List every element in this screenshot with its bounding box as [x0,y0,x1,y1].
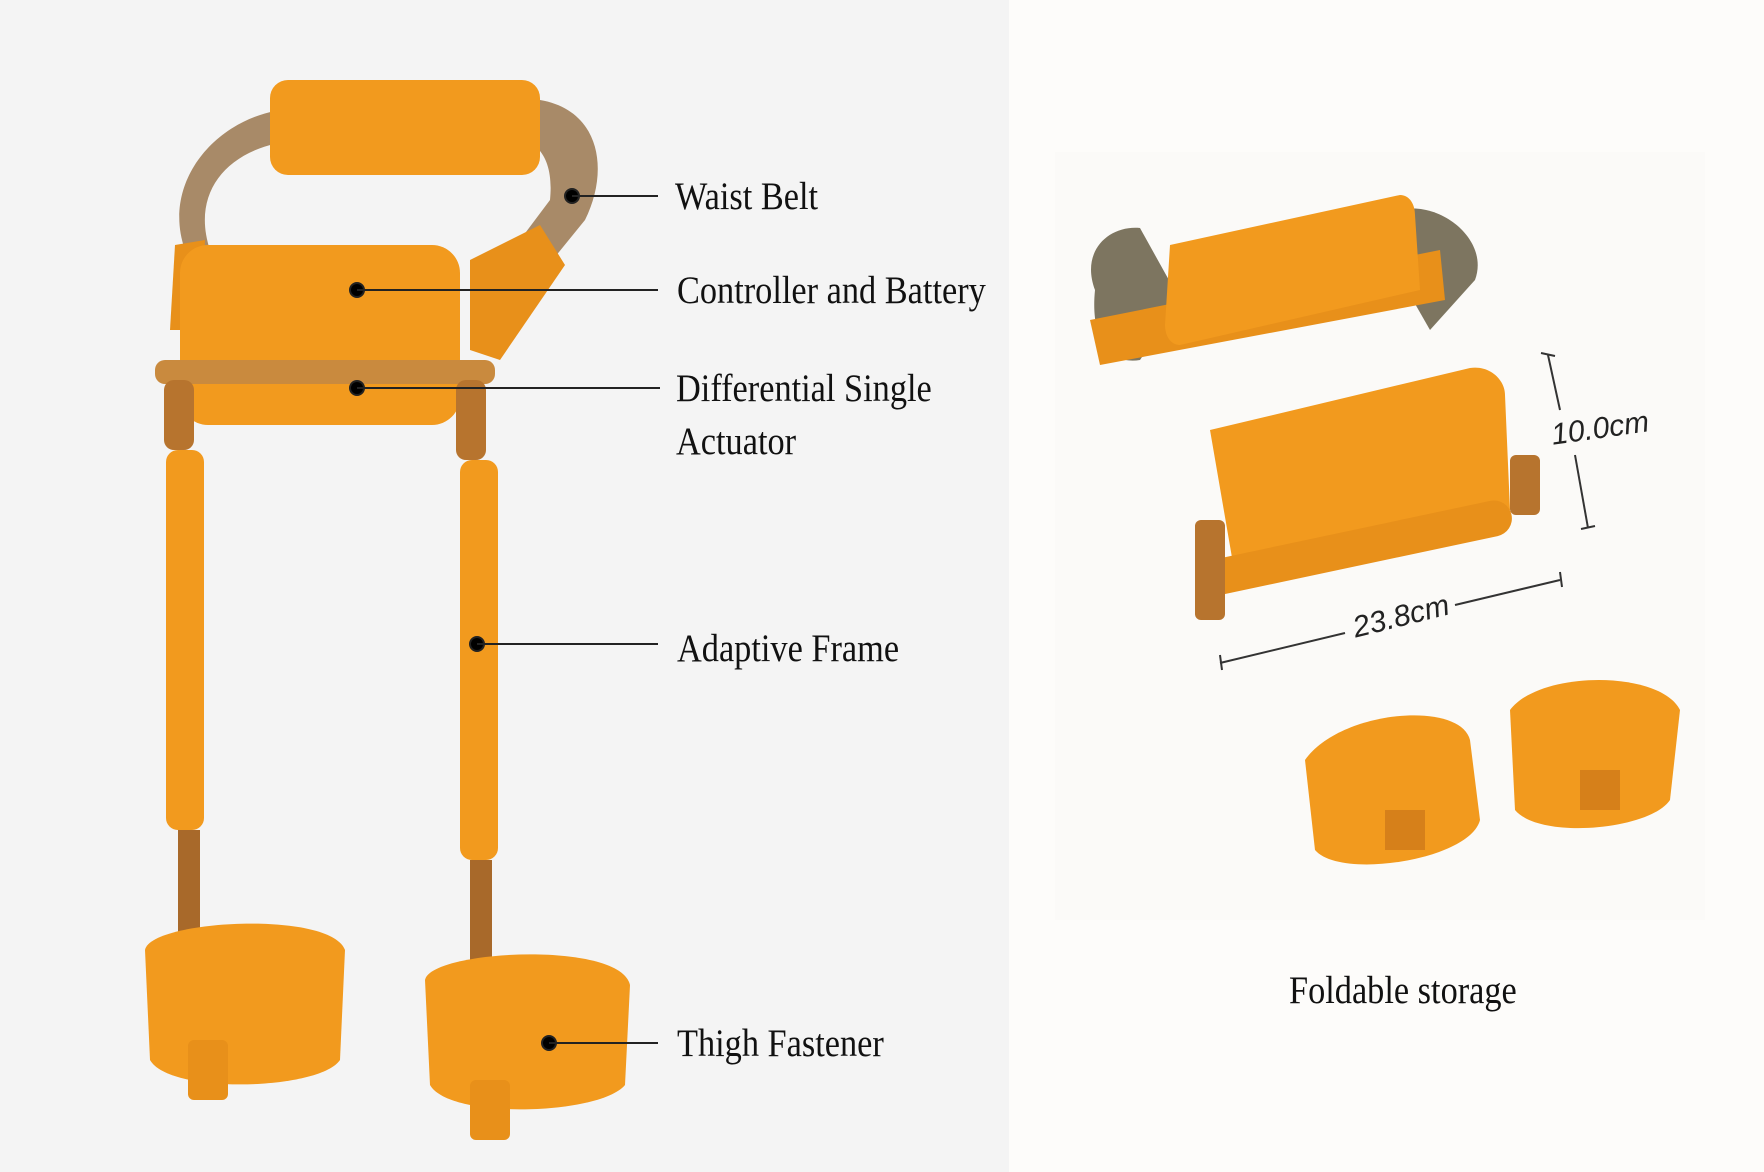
thigh-fastener-label: Thigh Fastener [677,1022,884,1065]
adaptive-frame-label: Adaptive Frame [677,627,900,670]
controller-battery-label: Controller and Battery [677,269,986,312]
actuator-axle [155,360,495,384]
differential-actuator-label-line2: Actuator [676,420,797,463]
controller-battery-box [180,245,460,425]
storage-caption: Foldable storage [1289,969,1517,1012]
folded-fastener-right [1510,680,1680,829]
right-thigh-fastener [425,954,630,1110]
right-frame-bar [460,460,498,860]
width-dimension-line [1219,632,1346,664]
height-dimension-line [1547,354,1561,411]
differential-actuator-label-line1: Differential Single [676,367,932,410]
waist-belt-pad [270,80,540,175]
waist-belt-label: Waist Belt [675,175,819,218]
waist-belt-strap [179,100,598,300]
left-frame-bar [166,450,204,830]
left-thigh-fastener [145,923,345,1085]
folded-fastener-left [1305,715,1480,865]
folded-device-image [1090,195,1680,865]
exoskeleton-image [145,80,630,1140]
